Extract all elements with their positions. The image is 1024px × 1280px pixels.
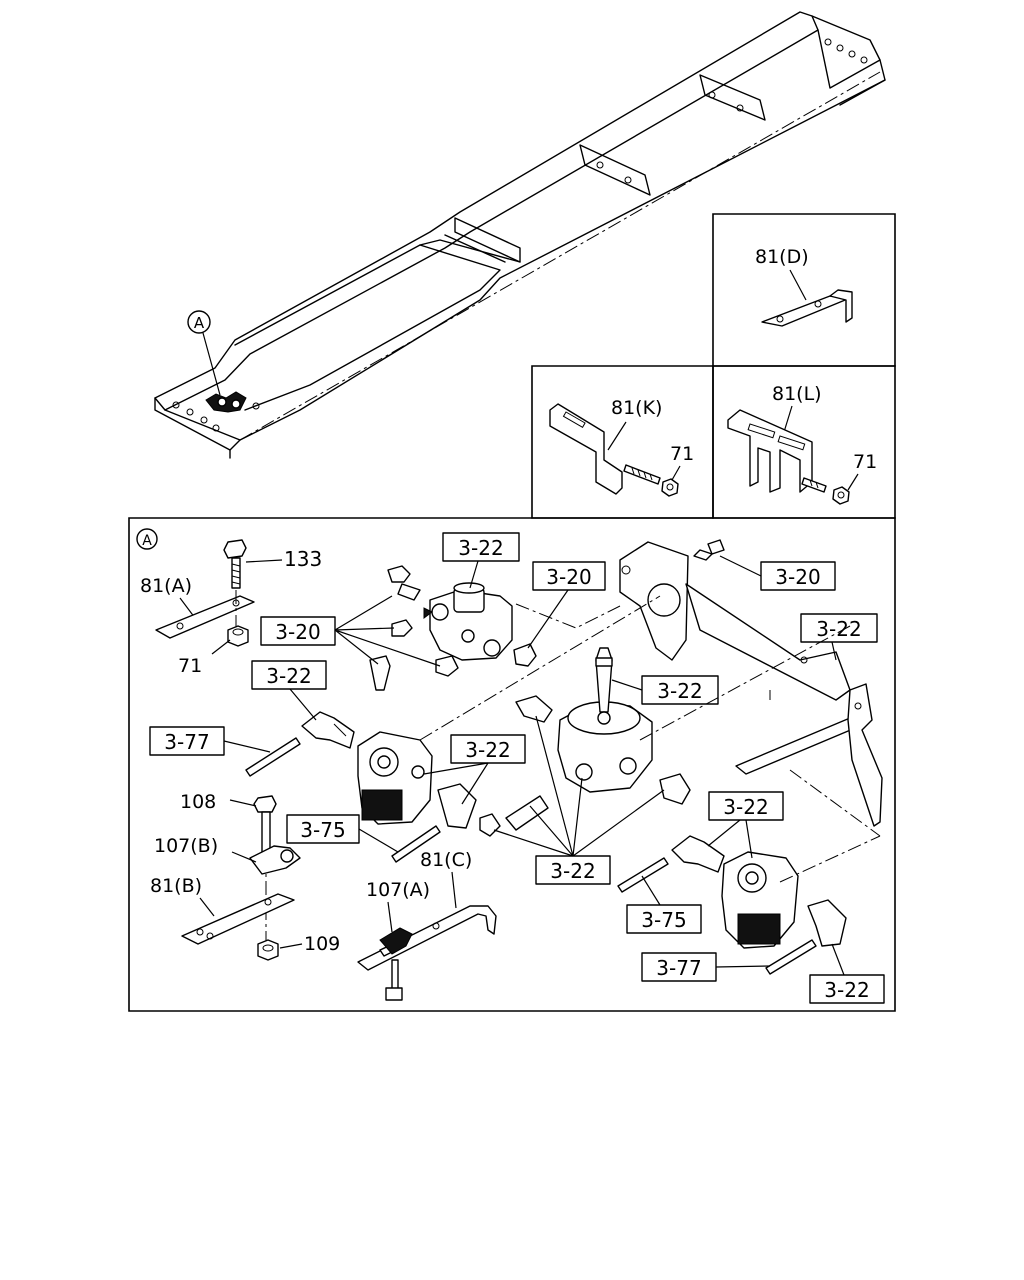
fittings-3-20-group	[369, 565, 537, 691]
label-81-b: 81(B)	[150, 875, 202, 897]
valve-mount-bracket	[619, 541, 883, 827]
tube-3-77-right	[765, 939, 817, 975]
ref-box-11-text: 3-22	[723, 795, 768, 819]
ref-box-13: 3-75	[626, 904, 702, 934]
ref-box-4-text: 3-22	[816, 617, 861, 641]
ref-box-12: 3-22	[535, 855, 611, 885]
ref-box-15-text: 3-22	[824, 978, 869, 1002]
ref-box-7: 3-22	[641, 675, 719, 705]
ref-box-14-text: 3-77	[656, 956, 701, 980]
elbow-fitting-right-lower	[807, 899, 847, 947]
ref-box-6: 3-22	[251, 660, 327, 690]
clip-107-b	[249, 845, 301, 875]
clip-107-a	[379, 927, 413, 1001]
bracket-81-l	[727, 409, 813, 493]
tube-3-75-left	[391, 825, 441, 863]
detail-a-panel-letter: A	[142, 533, 152, 549]
ref-box-7-text: 3-22	[657, 679, 702, 703]
ref-box-2: 3-20	[532, 561, 606, 591]
ref-box-8: 3-77	[149, 726, 225, 756]
fittings-center	[437, 695, 691, 837]
modulator-valve-left	[357, 731, 433, 825]
valve-assembly-upper	[423, 582, 513, 661]
bracket-81-a	[155, 590, 255, 640]
label-81-d: 81(D)	[755, 246, 809, 268]
label-81-c: 81(C)	[420, 849, 472, 871]
chassis-frame	[154, 11, 886, 459]
label-71-l: 71	[853, 451, 877, 473]
tube-3-77-left	[245, 737, 301, 777]
label-71-a: 71	[178, 655, 202, 677]
inset-k: 81(K) 71	[531, 365, 714, 519]
bolt-l	[801, 477, 827, 493]
frame-valve-cluster	[205, 391, 247, 413]
ref-box-5-text: 3-20	[275, 620, 320, 644]
ref-box-9-text: 3-22	[465, 738, 510, 762]
ref-box-10-text: 3-75	[300, 818, 345, 842]
ref-box-6-text: 3-22	[266, 664, 311, 688]
nut-k	[661, 478, 679, 497]
ref-box-3: 3-20	[760, 561, 836, 591]
elbow-fitting-left	[301, 711, 355, 749]
ref-box-15: 3-22	[809, 974, 885, 1004]
ref-box-3-text: 3-20	[775, 565, 820, 589]
tube-3-75-right	[617, 857, 669, 893]
frame-holes	[172, 38, 868, 432]
label-81-a: 81(A)	[140, 575, 192, 597]
label-71-k: 71	[670, 443, 694, 465]
label-133: 133	[284, 547, 322, 571]
label-107-b: 107(B)	[154, 835, 218, 857]
bolt-133	[223, 539, 247, 589]
detail-centerlines	[265, 595, 881, 950]
ref-box-1-text: 3-22	[458, 536, 503, 560]
bracket-81-c	[357, 905, 497, 971]
nut-109	[257, 939, 279, 961]
detail-a-panel: A	[128, 517, 896, 1012]
ref-box-14: 3-77	[641, 952, 717, 982]
ref-box-9: 3-22	[450, 734, 526, 764]
inset-d: 81(D)	[712, 213, 896, 367]
relay-valve-center	[557, 647, 653, 793]
inset-l: 81(L) 71	[712, 365, 896, 519]
nut-71-a	[227, 625, 249, 647]
bracket-81-d	[761, 289, 853, 327]
ref-box-10: 3-75	[286, 814, 360, 844]
bracket-81-k	[549, 403, 623, 495]
ref-box-5: 3-20	[260, 616, 336, 646]
ref-box-2-text: 3-20	[546, 565, 591, 589]
ref-box-12-text: 3-22	[550, 859, 595, 883]
detail-a-marker: A	[187, 310, 221, 396]
bolt-k	[623, 464, 661, 485]
ref-box-11: 3-22	[708, 791, 784, 821]
label-109: 109	[304, 933, 340, 955]
label-81-l: 81(L)	[772, 383, 822, 405]
elbow-fitting-right-upper	[671, 835, 725, 873]
ref-box-1: 3-22	[442, 532, 520, 562]
ref-box-13-text: 3-75	[641, 908, 686, 932]
label-107-a: 107(A)	[366, 879, 430, 901]
bolt-3-20-right	[693, 539, 725, 561]
bolt-108	[253, 795, 277, 857]
label-81-k: 81(K)	[611, 397, 662, 419]
modulator-valve-right	[721, 851, 799, 949]
label-108: 108	[180, 791, 216, 813]
ref-box-4: 3-22	[800, 613, 878, 643]
detail-a-letter: A	[194, 314, 205, 332]
bracket-81-b	[181, 893, 295, 945]
ref-box-8-text: 3-77	[164, 730, 209, 754]
nut-l	[832, 486, 850, 505]
